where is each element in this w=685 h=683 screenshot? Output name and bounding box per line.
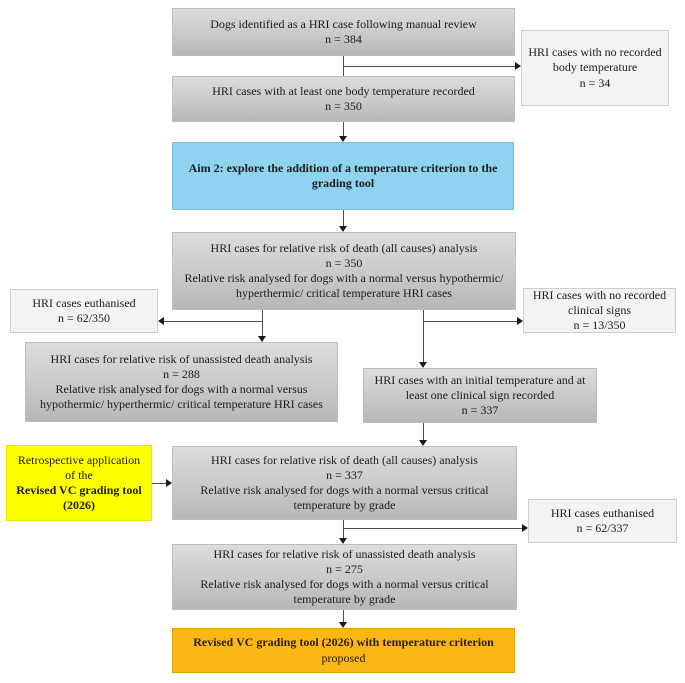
arrowhead-euthanised337-icon <box>522 524 528 532</box>
box-temp-recorded: HRI cases with at least one body tempera… <box>172 76 515 122</box>
box-proposed-subtitle: proposed <box>321 650 366 665</box>
arrowhead-proposed-icon <box>339 622 347 628</box>
box-unassisted-275-title: HRI cases for relative risk of unassiste… <box>213 546 476 561</box>
box-euthanised-350-text: HRI cases euthanised <box>32 295 136 310</box>
box-aim2-text: Aim 2: explore the addition of a tempera… <box>188 160 498 190</box>
box-analysis-death-337: HRI cases for relative risk of death (al… <box>172 446 517 520</box>
box-unassisted-275-detail: Relative risk analysed for dogs with a n… <box>200 577 489 607</box>
box-euthanised-350-n: n = 62/350 <box>57 311 111 325</box>
box-retrospective-tool: Revised VC grading tool (2026) <box>16 483 142 513</box>
arrowhead-no-body-temp-icon <box>515 62 521 70</box>
box-retrospective-application: Retrospective application of the Revised… <box>6 445 152 521</box>
box-proposed-tool: Revised VC grading tool (2026) with temp… <box>172 628 515 673</box>
connector-branch-no-clinical-signs <box>423 321 517 322</box>
box-manual-review-text: Dogs identified as a HRI case following … <box>210 16 477 31</box>
box-analysis-death-350: HRI cases for relative risk of death (al… <box>172 232 516 310</box>
box-no-clinical-signs-n: n = 13/350 <box>573 318 626 333</box>
connector-recorded-to-aim2 <box>343 122 344 137</box>
box-analysis-death-337-title: HRI cases for relative risk of death (al… <box>211 452 478 467</box>
box-analysis-death-350-title: HRI cases for relative risk of death (al… <box>210 240 478 255</box>
box-initial-temp: HRI cases with an initial temperature an… <box>363 368 597 423</box>
connector-branch-euthanised337 <box>343 528 522 529</box>
arrowhead-no-clinical-signs-icon <box>517 317 523 325</box>
box-aim2: Aim 2: explore the addition of a tempera… <box>172 142 514 210</box>
connector-analysis350-to-unassisted288 <box>262 310 263 336</box>
box-manual-review-n: n = 384 <box>325 32 362 46</box>
connector-retrospective-to-analysis337 <box>152 483 166 484</box>
connector-aim2-to-analysis350 <box>343 210 344 227</box>
box-no-clinical-signs-text: HRI cases with no recorded clinical sign… <box>532 287 667 317</box>
box-euthanised-350: HRI cases euthanised n = 62/350 <box>10 289 158 333</box>
box-no-body-temp-n: n = 34 <box>579 75 611 90</box>
box-temp-recorded-n: n = 350 <box>325 99 362 113</box>
box-unassisted-275: HRI cases for relative risk of unassiste… <box>172 544 517 610</box>
connector-branch-no-body-temp <box>343 66 515 67</box>
box-initial-temp-text: HRI cases with an initial temperature an… <box>374 372 586 402</box>
connector-initialtemp-to-analysis337 <box>423 423 424 440</box>
box-analysis-death-337-n: n = 337 <box>326 467 363 482</box>
box-euthanised-337: HRI cases euthanised n = 62/337 <box>528 499 677 543</box>
box-temp-recorded-text: HRI cases with at least one body tempera… <box>212 83 475 98</box>
box-proposed-title: Revised VC grading tool (2026) with temp… <box>193 635 494 650</box>
arrowhead-aim2-icon <box>339 136 347 142</box>
connector-branch-euthanised350 <box>164 321 263 322</box>
box-retrospective-intro: Retrospective application of the <box>17 452 141 482</box>
box-no-body-temp-text: HRI cases with no recorded body temperat… <box>528 45 662 75</box>
arrowhead-unassisted275-icon <box>339 538 347 544</box>
box-analysis-death-350-detail: Relative risk analysed for dogs with a n… <box>184 271 504 301</box>
arrowhead-initialtemp-icon <box>419 362 427 368</box>
box-unassisted-288-detail: Relative risk analysed for dogs with a n… <box>40 382 323 412</box>
box-manual-review: Dogs identified as a HRI case following … <box>172 8 515 56</box>
box-analysis-death-350-n: n = 350 <box>325 255 363 270</box>
box-analysis-death-337-detail: Relative risk analysed for dogs with a n… <box>200 483 489 513</box>
box-euthanised-337-text: HRI cases euthanised <box>550 505 655 520</box>
arrowhead-analysis350-icon <box>339 226 347 232</box>
box-euthanised-337-n: n = 62/337 <box>576 521 629 535</box>
connector-unassisted275-to-proposed <box>343 610 344 622</box>
box-no-clinical-signs: HRI cases with no recorded clinical sign… <box>523 288 676 333</box>
box-initial-temp-n: n = 337 <box>461 403 499 418</box>
box-unassisted-288-title: HRI cases for relative risk of unassiste… <box>50 351 313 366</box>
box-unassisted-288-n: n = 288 <box>163 366 200 381</box>
box-no-body-temp: HRI cases with no recorded body temperat… <box>521 30 669 106</box>
box-unassisted-275-n: n = 275 <box>326 561 363 576</box>
box-unassisted-288: HRI cases for relative risk of unassiste… <box>25 342 338 422</box>
connector-analysis350-to-initialtemp <box>423 310 424 362</box>
arrowhead-analysis337-icon <box>419 440 427 446</box>
connector-analysis337-to-unassisted275 <box>343 520 344 538</box>
arrowhead-euthanised350-icon <box>158 317 164 325</box>
arrowhead-retrospective-icon <box>166 479 172 487</box>
arrowhead-unassisted288-icon <box>258 336 266 342</box>
